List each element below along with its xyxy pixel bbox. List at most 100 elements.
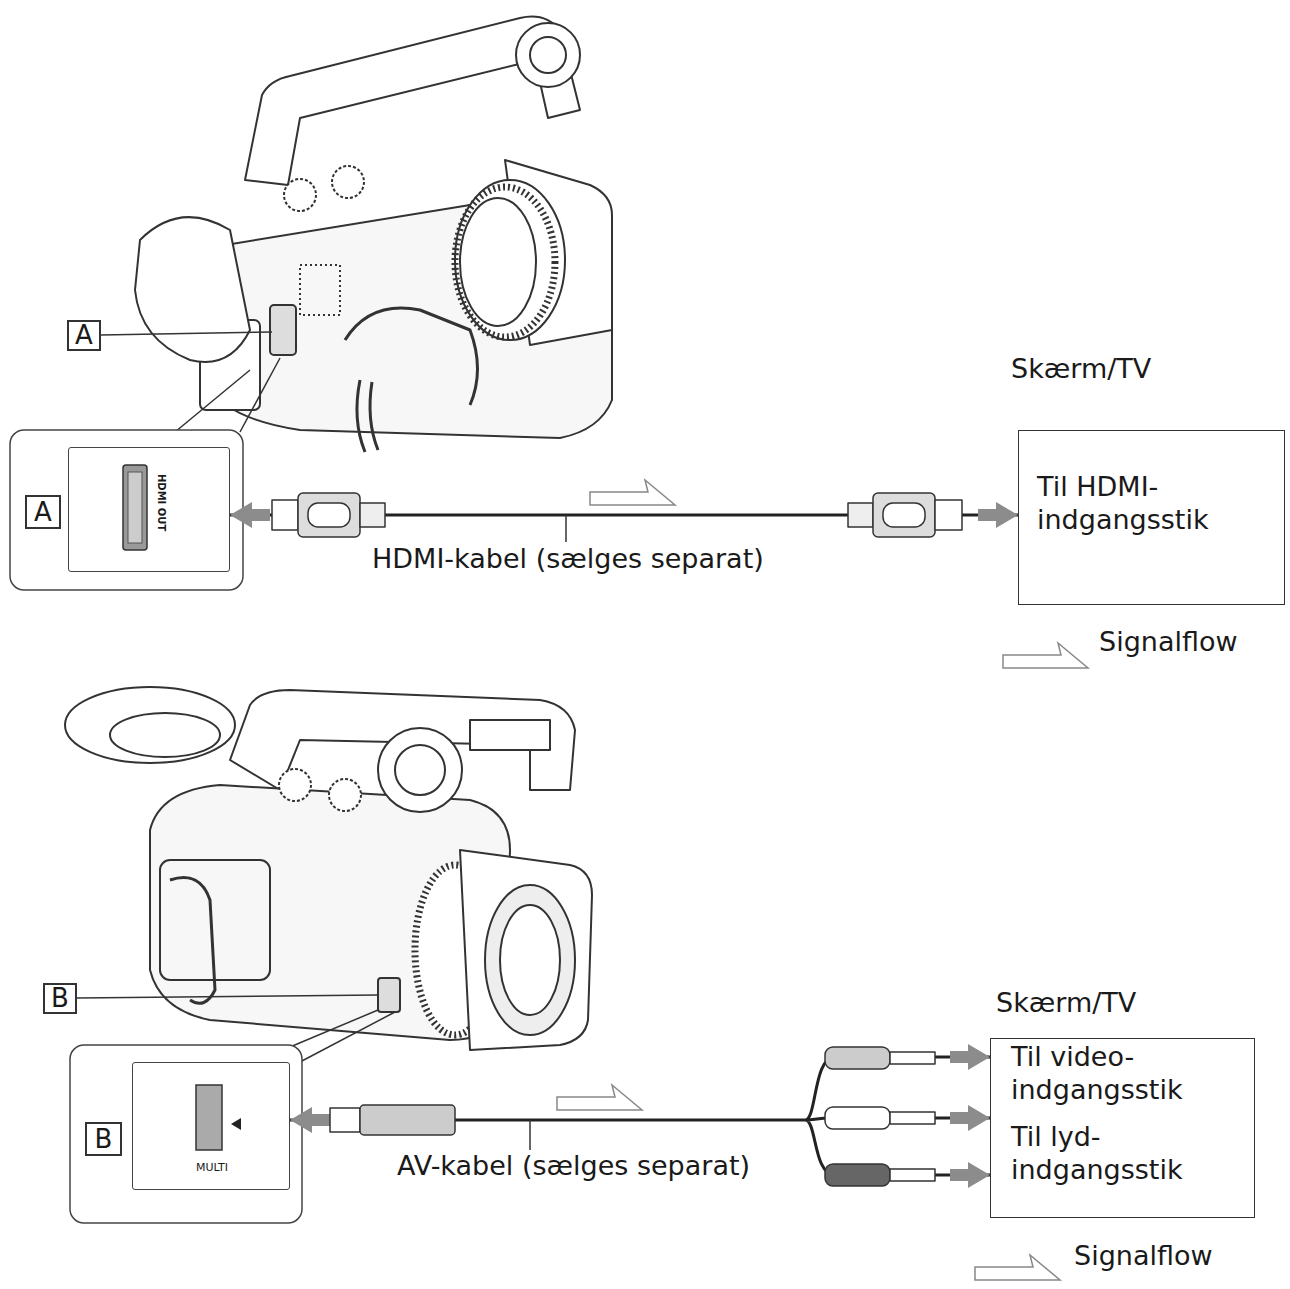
inset-line bbox=[175, 370, 250, 432]
rca-tip bbox=[890, 1112, 935, 1124]
inset-line bbox=[290, 1010, 378, 1047]
mic-holder bbox=[395, 745, 445, 795]
callout-letter-box: A bbox=[67, 320, 101, 351]
hdmi-port-inner bbox=[128, 472, 142, 543]
arrow-head bbox=[978, 502, 1018, 528]
port-label: HDMI OUT bbox=[155, 474, 167, 531]
leader-line bbox=[101, 332, 272, 335]
knob bbox=[332, 166, 364, 198]
knob bbox=[329, 779, 361, 811]
legend-arrow bbox=[1003, 643, 1088, 668]
lens-hood bbox=[460, 850, 592, 1050]
strap-end bbox=[357, 380, 378, 452]
plug-tip bbox=[272, 500, 298, 530]
rca-tip bbox=[890, 1052, 935, 1064]
signal-arrow bbox=[557, 1085, 642, 1110]
legend-arrow bbox=[975, 1255, 1060, 1280]
camera-body bbox=[150, 785, 510, 1040]
callout-letter: A bbox=[69, 322, 99, 349]
plug-body bbox=[873, 493, 935, 537]
input-label: Til HDMI-indgangsstik bbox=[1037, 471, 1272, 537]
port-door bbox=[378, 978, 400, 1012]
rca-tip bbox=[890, 1169, 935, 1181]
display-box: Skærm/TVTil HDMI-indgangsstik bbox=[1018, 430, 1285, 605]
grip-panel bbox=[160, 860, 270, 980]
shoe bbox=[470, 720, 550, 750]
hdmi-port bbox=[123, 465, 147, 550]
camera-handle bbox=[245, 17, 580, 186]
display-heading: Skærm/TV bbox=[1011, 353, 1151, 386]
display-box: Skærm/TVTil video-indgangsstikTil lyd-in… bbox=[990, 1038, 1255, 1218]
plug-logo bbox=[308, 503, 350, 527]
camera-body bbox=[195, 204, 612, 438]
plug-tip bbox=[330, 1108, 360, 1132]
rca-body bbox=[825, 1164, 890, 1186]
mic-holder bbox=[516, 23, 580, 87]
cable-label: HDMI-kabel (sælges separat) bbox=[370, 543, 766, 574]
grip-strap bbox=[170, 878, 215, 1004]
cable-label: AV-kabel (sælges separat) bbox=[395, 1150, 752, 1181]
inset-line bbox=[300, 1012, 395, 1062]
hdmi-plugs bbox=[272, 493, 962, 537]
plug-logo bbox=[883, 503, 925, 527]
cable-connector bbox=[230, 502, 1018, 528]
lens-ring bbox=[455, 187, 555, 337]
display-heading: Skærm/TV bbox=[996, 987, 1136, 1020]
arrow-head bbox=[950, 1044, 990, 1070]
eyecup-inner bbox=[110, 713, 220, 757]
strain-relief bbox=[360, 503, 385, 527]
eyecup bbox=[65, 687, 235, 763]
callout-letter-box: B bbox=[85, 1122, 122, 1156]
plug-body bbox=[360, 1105, 455, 1135]
port-door bbox=[270, 305, 296, 355]
lens-front bbox=[485, 885, 575, 1035]
speaker-grille bbox=[300, 265, 340, 315]
camcorder-top bbox=[135, 17, 612, 453]
leader-line bbox=[77, 995, 378, 998]
label-tick bbox=[529, 1120, 531, 1150]
label-tick bbox=[565, 515, 567, 542]
camcorder-bottom bbox=[65, 687, 592, 1050]
callout-letter: A bbox=[27, 497, 59, 527]
av-plugs bbox=[330, 1047, 935, 1186]
lens-ring bbox=[415, 865, 495, 1035]
callout-letter-box: B bbox=[43, 983, 77, 1014]
mic-holder bbox=[530, 37, 566, 73]
plug-tip bbox=[935, 500, 962, 530]
multi-port bbox=[196, 1085, 222, 1150]
lens-hood bbox=[505, 160, 612, 345]
callout-letter-box: A bbox=[25, 495, 61, 529]
lens-ring bbox=[460, 198, 536, 326]
input-label: Til lyd-indgangsstik bbox=[1011, 1121, 1241, 1187]
camera-handle bbox=[230, 690, 575, 790]
inset-frame bbox=[70, 1045, 302, 1223]
cable-line bbox=[230, 514, 1018, 517]
arrow-head bbox=[950, 1162, 990, 1188]
lens-barrel bbox=[455, 180, 565, 340]
port-mark bbox=[231, 1118, 241, 1130]
mic-holder bbox=[378, 728, 462, 812]
viewfinder bbox=[200, 320, 260, 410]
strain-relief bbox=[848, 503, 873, 527]
inset-frame bbox=[10, 430, 243, 590]
legend-text: Signalflow bbox=[1072, 1240, 1215, 1271]
cable-connector bbox=[290, 1044, 990, 1188]
input-label: Til video-indgangsstik bbox=[1011, 1041, 1241, 1107]
grip-strap bbox=[345, 308, 478, 405]
arrow-head bbox=[290, 1107, 330, 1133]
port-inset-box: HDMI OUT bbox=[68, 447, 230, 572]
arrow-head bbox=[230, 502, 270, 528]
port-inset-box: MULTI bbox=[132, 1062, 290, 1190]
plug-body bbox=[298, 493, 360, 537]
legend-text: Signalflow bbox=[1097, 626, 1240, 657]
knob bbox=[284, 179, 316, 211]
callout-letter: B bbox=[45, 985, 75, 1012]
lens-glass bbox=[500, 905, 560, 1015]
rca-body bbox=[825, 1107, 890, 1129]
eyecup bbox=[135, 217, 250, 362]
rca-body bbox=[825, 1047, 890, 1069]
knob bbox=[279, 769, 311, 801]
arrow-head bbox=[950, 1105, 990, 1131]
callout-letter: B bbox=[87, 1124, 120, 1154]
